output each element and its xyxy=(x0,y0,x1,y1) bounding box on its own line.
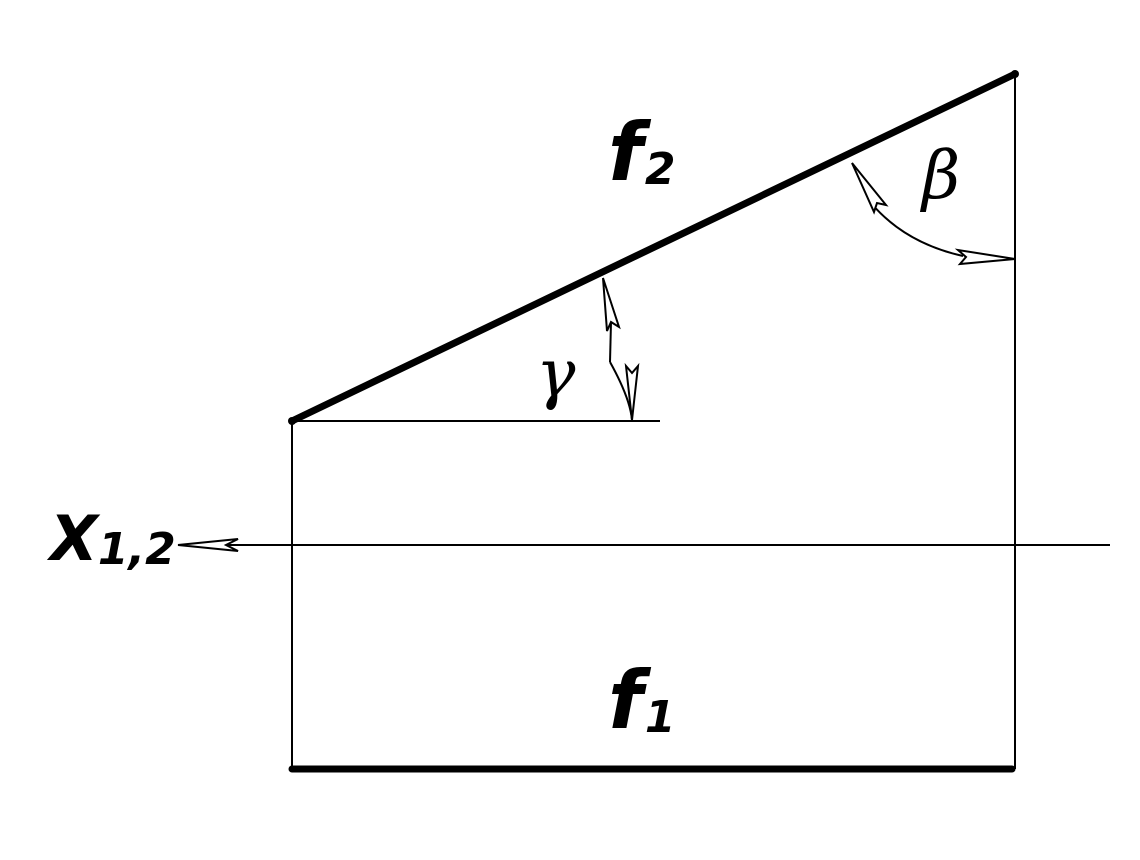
beta-arrowhead-top xyxy=(851,162,889,215)
axis-arrowhead xyxy=(177,538,239,552)
label-gamma: γ xyxy=(536,335,576,412)
label-f1: f1 xyxy=(608,654,675,747)
beta-arrowhead-right xyxy=(954,248,1016,266)
vertex-point-top-right xyxy=(1011,70,1019,78)
gamma-arrowhead-bottom xyxy=(624,362,640,421)
gamma-arc-connector xyxy=(609,321,612,363)
label-axis-x12: X1,2 xyxy=(46,502,176,575)
vertex-point-left xyxy=(288,417,296,425)
beta-angle-arc xyxy=(870,202,964,257)
label-f2: f2 xyxy=(608,106,675,199)
label-beta: β xyxy=(919,137,960,214)
sloped-edge-line xyxy=(288,70,1019,425)
